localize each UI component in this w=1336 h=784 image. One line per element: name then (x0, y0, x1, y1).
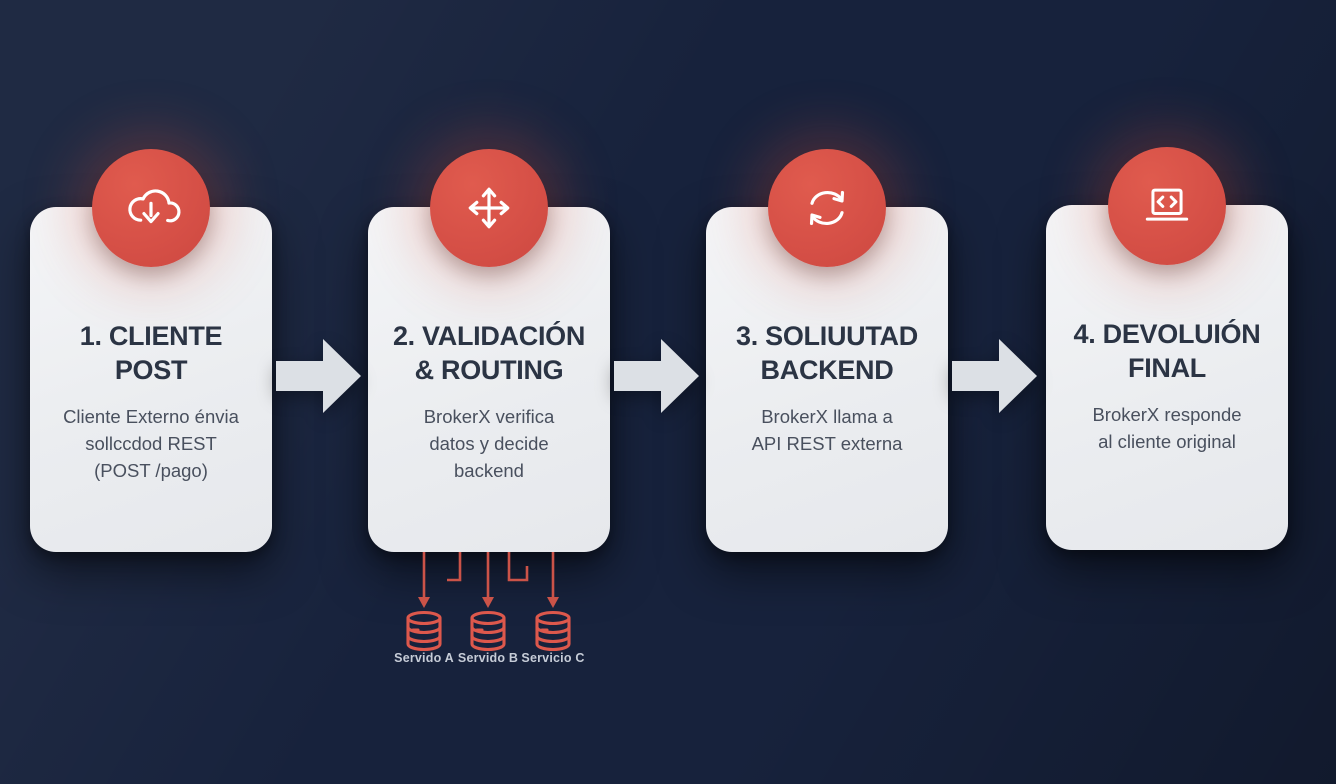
step-card-cliente-post: 1. CLIENTE POST Cliente Externo énvia so… (30, 149, 272, 552)
flow-arrow-right-icon (952, 339, 1037, 413)
step-description-line: BrokerX responde (1092, 404, 1242, 425)
step-description: BrokerX verifica datos y decide backend (378, 403, 600, 484)
step-title: 3. SOLIUUTAD BACKEND (706, 319, 948, 387)
step-badge (768, 149, 886, 267)
flow-arrow-right-icon (276, 339, 361, 413)
service-label: Servido A (394, 651, 454, 665)
step-description-line: BrokerX llama a (761, 406, 893, 427)
step-title-line: BACKEND (760, 355, 894, 385)
step-description-line: BrokerX verifica (423, 406, 555, 427)
step-description-line: Cliente Externo énvia (63, 406, 239, 427)
step-badge (1108, 147, 1226, 265)
step-title: 2. VALIDACIÓN & ROUTING (368, 319, 610, 387)
database-icon (406, 610, 442, 652)
laptop-code-icon (1137, 176, 1197, 236)
step-title-line: 1. CLIENTE (79, 321, 223, 351)
step-title: 4. DEVOLUIÓN FINAL (1046, 317, 1288, 385)
step-description-line: (POST /pago) (94, 460, 208, 481)
step-title-line: 4. DEVOLUIÓN (1073, 319, 1261, 349)
step-card-devolucion-final: 4. DEVOLUIÓN FINAL BrokerX responde al c… (1046, 147, 1288, 550)
service-label: Servicio C (521, 651, 585, 665)
database-icon (535, 610, 571, 652)
route-arrows-icon (459, 178, 519, 238)
database-icon (470, 610, 506, 652)
step-description: BrokerX llama a API REST externa (716, 403, 938, 457)
step-description-line: backend (454, 460, 524, 481)
step-description-line: API REST externa (751, 433, 903, 454)
step-description: Cliente Externo énvia sollccdod REST (PO… (40, 403, 262, 484)
step-title-line: FINAL (1128, 353, 1206, 383)
step-badge (430, 149, 548, 267)
step-description-line: sollccdod REST (85, 433, 217, 454)
step-title: 1. CLIENTE POST (30, 319, 272, 387)
step-description: BrokerX responde al cliente original (1056, 401, 1278, 455)
step-title-line: 3. SOLIUUTAD (736, 321, 918, 351)
service-label: Servido B (457, 651, 519, 665)
step-title-line: & ROUTING (414, 355, 564, 385)
backend-connector-lines (406, 552, 571, 652)
step-card-validacion-routing: 2. VALIDACIÓN & ROUTING BrokerX verifica… (368, 149, 610, 552)
sync-arrows-icon (797, 178, 857, 238)
cloud-download-icon (121, 178, 181, 238)
step-description-line: al cliente original (1098, 431, 1236, 452)
step-title-line: 2. VALIDACIÓN (392, 321, 586, 351)
flow-arrow-right-icon (614, 339, 699, 413)
step-title-line: POST (114, 355, 188, 385)
step-badge (92, 149, 210, 267)
step-description-line: datos y decide (429, 433, 549, 454)
step-card-solicitud-backend: 3. SOLIUUTAD BACKEND BrokerX llama a API… (706, 149, 948, 552)
